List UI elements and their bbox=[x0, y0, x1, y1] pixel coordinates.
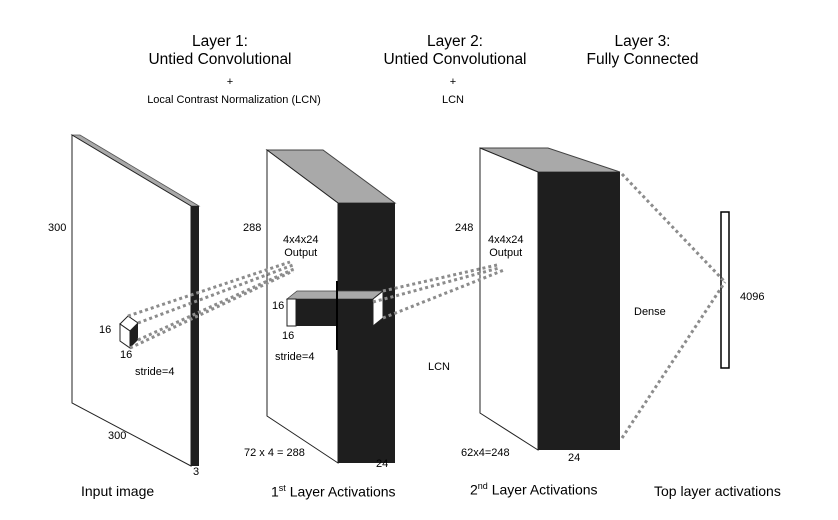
layer3-header-subtitle: Fully Connected bbox=[586, 50, 699, 68]
layer2-height-label: 248 bbox=[455, 222, 474, 234]
layer1-filter-size: 4x4x24 bbox=[283, 234, 319, 246]
conn-layer1-layer2-b bbox=[382, 268, 505, 320]
layer2-dense-label: Dense bbox=[634, 306, 666, 318]
layer1-bottom-label: 72 x 4 = 288 bbox=[244, 447, 305, 459]
layer1-header-title: Layer 1: bbox=[191, 33, 248, 50]
input-front-face bbox=[71, 134, 192, 467]
caption-layer1: 1st Layer Activations bbox=[271, 483, 396, 500]
layer1-side-face bbox=[338, 203, 395, 463]
layer2-header: Layer 2: Untied Convolutional bbox=[360, 33, 550, 69]
input-stride-label: stride=4 bbox=[135, 366, 175, 378]
input-patch-width-label: 16 bbox=[120, 349, 133, 361]
layer1-header-subtitle: Untied Convolutional bbox=[148, 50, 292, 68]
layer1-header-plus: + bbox=[226, 76, 234, 88]
layer1-filter-sub: Output bbox=[284, 246, 318, 259]
input-width-label: 300 bbox=[108, 430, 127, 442]
layer2-filter-sub: Output bbox=[489, 246, 523, 259]
layer2-header-note: LCN bbox=[441, 94, 464, 106]
conn-layer2-layer3-b bbox=[620, 281, 727, 439]
input-side-face bbox=[191, 206, 199, 466]
conn-input-layer1-a bbox=[127, 260, 291, 318]
conn-layer2-layer3-a bbox=[620, 172, 727, 284]
caption-layer2-rest: Layer Activations bbox=[487, 481, 598, 498]
layer2-filter-label: 4x4x24 Output bbox=[488, 234, 523, 259]
layer2-block bbox=[479, 147, 621, 451]
layer3-size-label: 4096 bbox=[740, 291, 765, 303]
caption-input: Input image bbox=[81, 483, 155, 499]
caption-layer1-rest: Layer Activations bbox=[285, 483, 396, 500]
layer2-header-title: Layer 2: bbox=[426, 33, 483, 50]
layer1-patch-bar bbox=[285, 281, 385, 350]
layer3-header: Layer 3: Fully Connected bbox=[565, 33, 720, 69]
layer3-header-title: Layer 3: bbox=[614, 33, 671, 50]
caption-layer2-sup: nd bbox=[477, 481, 488, 491]
layer1-height-label: 288 bbox=[243, 222, 262, 234]
conn-input-layer1-c bbox=[137, 266, 297, 342]
layer1-lcn-label: LCN bbox=[428, 361, 451, 373]
conn-layer1-layer2-a bbox=[382, 263, 498, 293]
layer3-bar bbox=[720, 211, 730, 369]
caption-layer1-sup: st bbox=[278, 483, 286, 493]
caption-layer2: 2nd Layer Activations bbox=[470, 481, 598, 498]
input-image-slab bbox=[70, 134, 201, 467]
layer1-stride-label: stride=4 bbox=[275, 351, 315, 363]
input-patch bbox=[119, 315, 139, 349]
layer1-depth-label: 24 bbox=[376, 458, 389, 470]
input-patch-height-label: 16 bbox=[99, 324, 112, 336]
layer2-filter-size: 4x4x24 bbox=[488, 234, 524, 246]
conn-input-layer1-d bbox=[129, 269, 294, 350]
layer1-header: Layer 1: Untied Convolutional bbox=[120, 33, 320, 69]
input-depth-label: 3 bbox=[193, 466, 200, 478]
layer2-header-subtitle: Untied Convolutional bbox=[383, 50, 527, 68]
input-height-label: 300 bbox=[48, 222, 67, 234]
caption-top-layer: Top layer activations bbox=[654, 483, 781, 499]
layer2-depth-label: 24 bbox=[568, 452, 581, 464]
conn-layer1-layer2-c bbox=[372, 266, 500, 304]
caption-layer1-num: 1 bbox=[271, 483, 279, 500]
layer1-filter-label: 4x4x24 Output bbox=[283, 234, 318, 259]
layer2-bottom-label: 62x4=248 bbox=[461, 447, 510, 459]
layer1-patch-height-label: 16 bbox=[272, 300, 285, 312]
layer2-front-face bbox=[479, 147, 539, 451]
layer1-header-note: Local Contrast Normalization (LCN) bbox=[147, 94, 321, 106]
caption-layer2-num: 2 bbox=[470, 481, 478, 498]
layer1-patch-width-label: 16 bbox=[282, 330, 295, 342]
layer2-header-plus: + bbox=[449, 76, 457, 88]
connection-lines bbox=[127, 172, 727, 439]
layer2-side-face bbox=[538, 172, 620, 450]
